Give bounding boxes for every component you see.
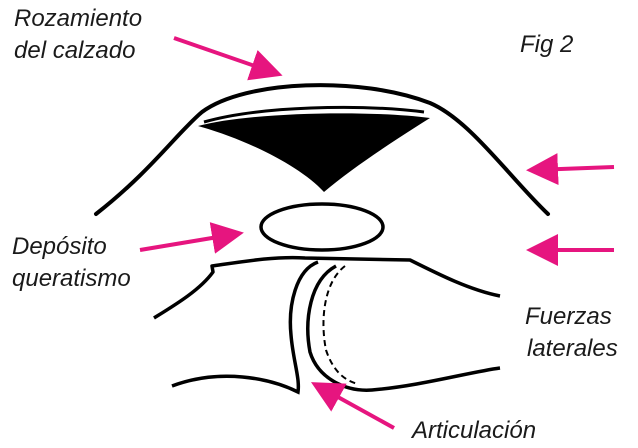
arrow-rozamiento	[174, 38, 275, 73]
callus-dark-wedge	[198, 113, 430, 192]
arrow-deposito	[140, 234, 236, 250]
label-articulacion: Articulación	[412, 416, 536, 446]
keratosis-deposit	[261, 204, 383, 250]
label-deposito-line1: Depósito	[12, 232, 107, 262]
label-deposito-line2: queratismo	[12, 264, 131, 294]
proximal-bone-outline	[154, 258, 500, 318]
label-fuerzas-line1: Fuerzas	[525, 302, 612, 332]
arrow-fuerzas-upper	[534, 167, 614, 170]
label-rozamiento-line1: Rozamiento	[14, 4, 142, 34]
joint-cartilage-dashed	[323, 266, 358, 384]
label-fuerzas-line2: laterales	[527, 334, 618, 364]
label-rozamiento-line2: del calzado	[14, 36, 135, 66]
arrow-articulacion	[318, 386, 394, 428]
proximal-bone-end	[172, 262, 318, 392]
figure-number-label: Fig 2	[520, 30, 573, 60]
